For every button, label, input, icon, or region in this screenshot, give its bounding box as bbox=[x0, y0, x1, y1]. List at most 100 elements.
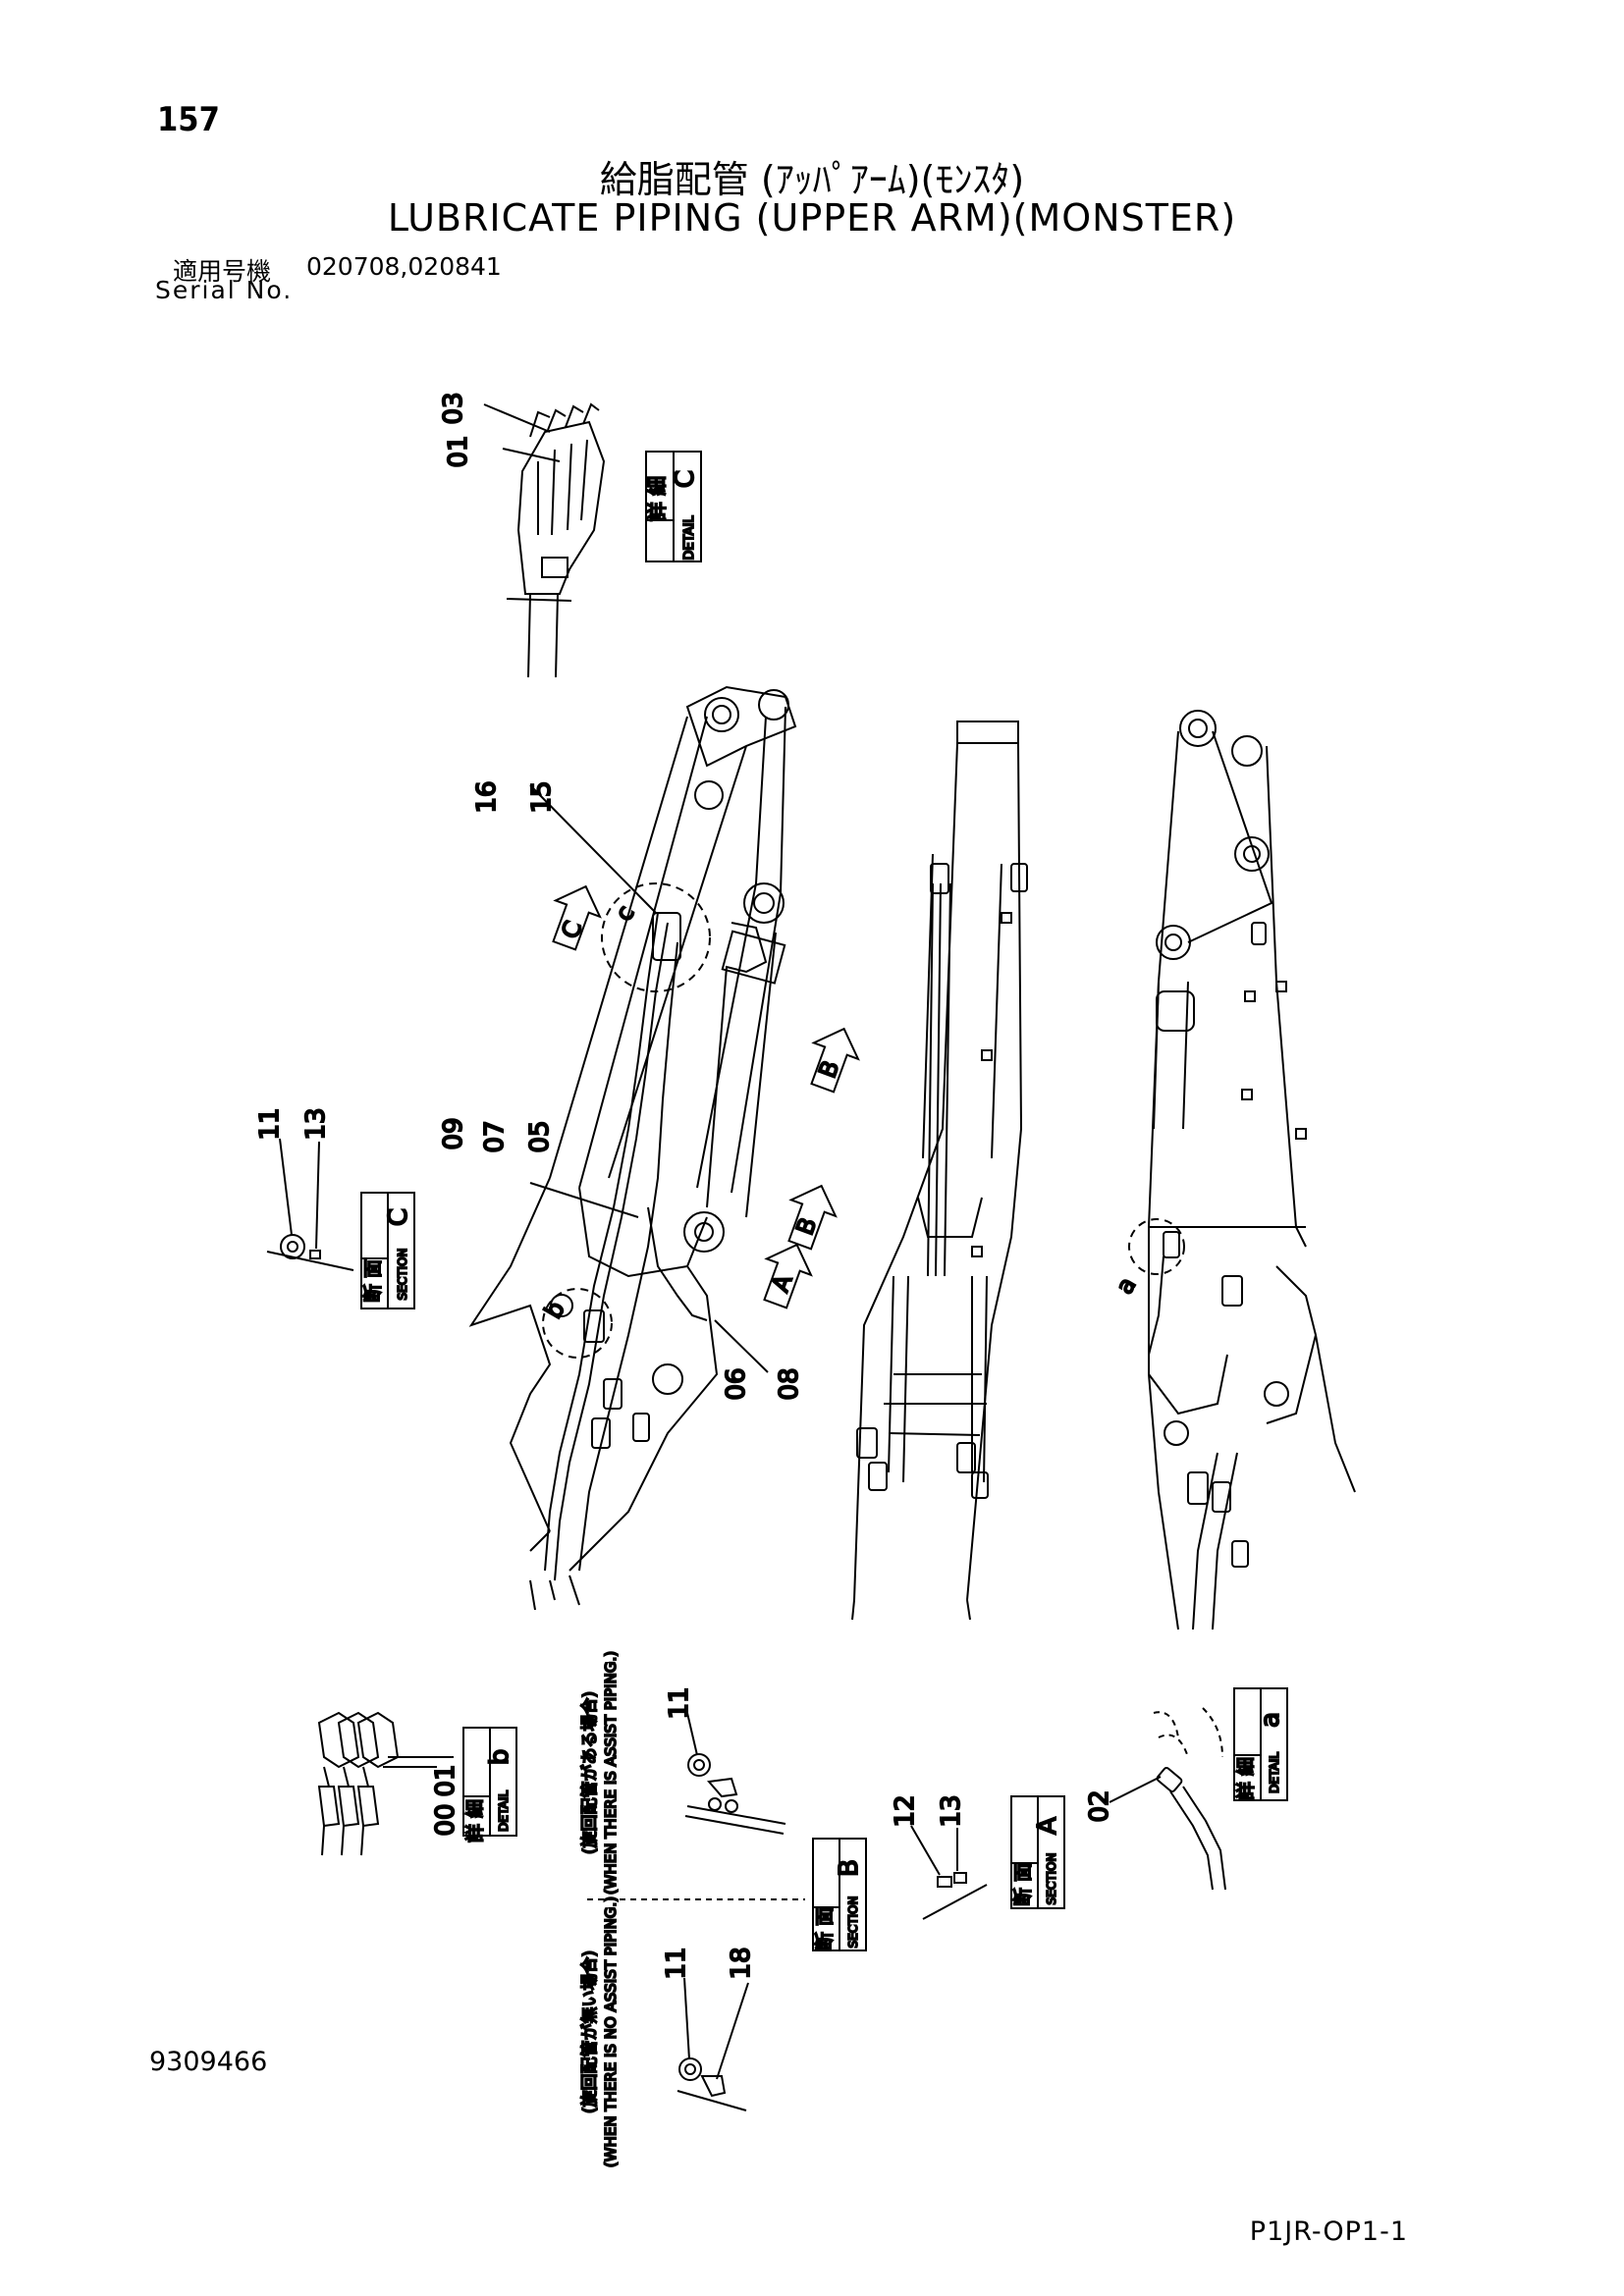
sheet-code: P1JR-OP1-1 bbox=[1249, 2216, 1408, 2247]
leader-11-lower bbox=[683, 1977, 690, 2060]
callout-16: 16 bbox=[472, 780, 502, 813]
middle-arm-view bbox=[851, 721, 1028, 1621]
view-arrow-a-letter: A bbox=[767, 1270, 798, 1296]
detail-a-heading-ja: 詳 細 bbox=[1235, 1757, 1257, 1800]
leader-03 bbox=[483, 403, 551, 433]
section-b-view bbox=[587, 1712, 805, 2111]
section-b-letter: B bbox=[835, 1859, 864, 1877]
callout-11-lower: 11 bbox=[662, 1947, 691, 1979]
section-a-surface bbox=[922, 1884, 988, 1920]
callout-06: 06 bbox=[722, 1367, 751, 1400]
callout-09: 09 bbox=[439, 1117, 468, 1149]
view-arrow-b-upper-letter: B bbox=[814, 1057, 845, 1082]
serial-label-english: Serial No. bbox=[155, 276, 294, 304]
leader-02 bbox=[1109, 1776, 1162, 1803]
callout-13a: 13 bbox=[937, 1794, 966, 1827]
callout-00: 00 bbox=[431, 1803, 460, 1836]
circle-label-a: a bbox=[1110, 1272, 1142, 1299]
section-b-lower-fitting bbox=[678, 2057, 702, 2081]
leader-15-16 bbox=[529, 784, 657, 914]
circle-a bbox=[1128, 1218, 1185, 1275]
callout-02: 02 bbox=[1085, 1789, 1114, 1822]
callout-12: 12 bbox=[891, 1794, 920, 1827]
right-arm-view bbox=[1128, 710, 1356, 1630]
detail-b-heading-en: DETAIL bbox=[497, 1790, 511, 1832]
callout-13: 13 bbox=[301, 1107, 331, 1140]
view-arrow-a bbox=[763, 1243, 813, 1309]
detail-b-heading-ja: 詳 細 bbox=[464, 1799, 486, 1842]
leader-18 bbox=[716, 1982, 749, 2080]
detail-a-fitting bbox=[1156, 1767, 1183, 1792]
leader-11 bbox=[279, 1138, 293, 1236]
detail-b-label-box bbox=[462, 1727, 517, 1837]
section-b-heading-ja: 断 面 bbox=[814, 1907, 836, 1950]
callout-05: 05 bbox=[525, 1120, 555, 1152]
section-a-heading-ja: 断 面 bbox=[1012, 1863, 1034, 1906]
callout-01: 01 bbox=[444, 435, 473, 467]
detail-a-view bbox=[1109, 1707, 1226, 1891]
view-arrow-c-letter: C bbox=[556, 918, 587, 942]
detail-a-letter: a bbox=[1256, 1712, 1285, 1728]
callout-11: 11 bbox=[255, 1107, 285, 1140]
leader-05-07-09 bbox=[529, 1182, 639, 1218]
section-b-upper-fitting bbox=[687, 1753, 711, 1777]
callout-01b: 01 bbox=[431, 1764, 460, 1796]
view-arrow-b-lower bbox=[787, 1184, 838, 1251]
section-a-label-box bbox=[1010, 1795, 1065, 1909]
drawing-number: 9309466 bbox=[149, 2047, 268, 2077]
section-c-surface bbox=[266, 1251, 354, 1271]
section-b-lower-surface bbox=[677, 2090, 747, 2111]
title-japanese: 給脂配管 (ｱｯﾊﾟｱｰﾑ)(ﾓﾝｽﾀ) bbox=[599, 158, 1025, 201]
callout-11-upper: 11 bbox=[665, 1686, 694, 1719]
detail-c-heading-ja: 詳 細 bbox=[645, 476, 669, 521]
leader-12 bbox=[910, 1825, 941, 1876]
leader-13 bbox=[315, 1141, 320, 1250]
section-b-upper-surface bbox=[684, 1805, 786, 1835]
no-assist-piping-note-en: (WHEN THERE IS NO ASSIST PIPING.) bbox=[602, 1896, 620, 2167]
callout-03: 03 bbox=[439, 392, 468, 424]
circle-c bbox=[601, 882, 711, 992]
detail-a-heading-en: DETAIL bbox=[1268, 1752, 1281, 1793]
view-arrow-c bbox=[552, 884, 602, 951]
section-c-grease-fitting bbox=[280, 1234, 305, 1259]
callout-08: 08 bbox=[775, 1367, 804, 1400]
page-number: 157 bbox=[157, 100, 220, 139]
leader-11-upper bbox=[686, 1712, 698, 1756]
detail-b-letter: b bbox=[485, 1749, 514, 1766]
section-b-label-box bbox=[812, 1838, 867, 1951]
main-arm-view bbox=[468, 685, 797, 1611]
section-c-heading-ja: 断 面 bbox=[362, 1259, 384, 1303]
detail-c-letter: C bbox=[671, 470, 700, 488]
no-assist-piping-note-ja: (旋回配管が無い場合) bbox=[580, 1950, 600, 2113]
section-c-view: 11 13 断 面 SECTION C bbox=[254, 1106, 415, 1309]
detail-a-label-box bbox=[1233, 1687, 1288, 1801]
detail-b-view bbox=[317, 1711, 454, 1856]
section-c-label-box bbox=[360, 1192, 415, 1309]
section-c-letter: C bbox=[384, 1208, 413, 1226]
section-c-heading-en: SECTION bbox=[396, 1249, 409, 1301]
view-arrow-b-lower-letter: B bbox=[791, 1214, 823, 1239]
assist-piping-note-en: (WHEN THERE IS ASSIST PIPING.) bbox=[602, 1651, 620, 1895]
section-a-letter: A bbox=[1033, 1817, 1062, 1835]
serial-label-japanese: 適用号機 bbox=[173, 257, 272, 286]
callout-07: 07 bbox=[480, 1120, 510, 1152]
section-a-view bbox=[910, 1825, 988, 1920]
leader-06-08 bbox=[714, 1319, 769, 1373]
section-b-heading-en: SECTION bbox=[846, 1896, 860, 1949]
detail-c-heading-en: DETAIL bbox=[682, 515, 697, 561]
leader-01 bbox=[502, 448, 561, 462]
circle-b bbox=[542, 1288, 613, 1359]
detail-c-view: 03 01 詳 細 DETAIL C bbox=[438, 391, 702, 678]
section-a-heading-en: SECTION bbox=[1045, 1853, 1058, 1905]
callout-18: 18 bbox=[727, 1947, 756, 1979]
title-english: LUBRICATE PIPING (UPPER ARM)(MONSTER) bbox=[387, 196, 1237, 240]
callout-15: 15 bbox=[527, 780, 557, 813]
view-arrow-b-upper bbox=[810, 1027, 860, 1094]
circle-label-c: c bbox=[610, 901, 640, 926]
detail-c-grease-block bbox=[506, 402, 606, 678]
detail-c-label-box bbox=[645, 451, 702, 562]
assist-piping-note-ja: (旋回配管がある場合) bbox=[580, 1691, 600, 1854]
main-grease-block bbox=[652, 912, 681, 961]
serial-numbers: 020708,020841 bbox=[306, 252, 502, 281]
